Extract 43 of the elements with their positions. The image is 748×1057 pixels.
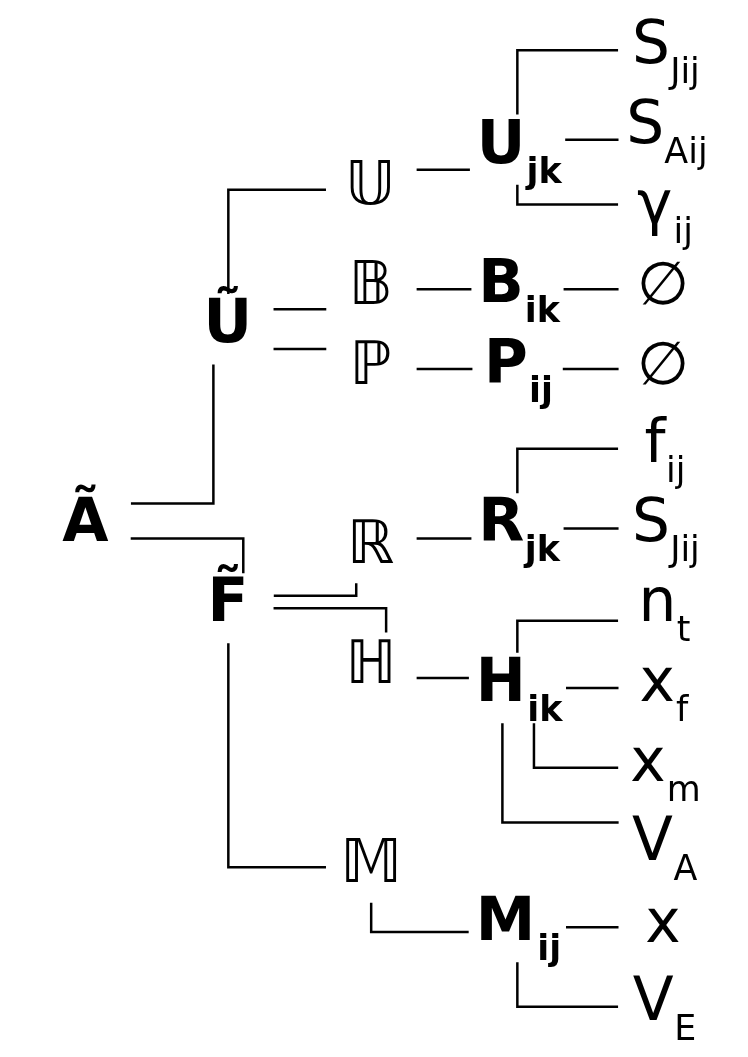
- connector: [416, 367, 472, 371]
- connector: [515, 447, 618, 494]
- node-text: ∅: [636, 328, 689, 398]
- connector: [515, 962, 618, 1009]
- node-text: γ$_{ij}$: [636, 167, 693, 251]
- node-text: ℍ: [344, 627, 396, 697]
- connector: [563, 288, 619, 291]
- connector: [500, 723, 619, 824]
- connector: [416, 676, 469, 680]
- node-text: R$_{jk}$: [477, 486, 560, 570]
- node-text: 𝔹: [348, 248, 392, 318]
- node-text: M$_{ij}$: [475, 885, 561, 969]
- connector: [416, 288, 471, 291]
- node-text: H$_{ik}$: [475, 645, 562, 729]
- connector: [226, 643, 326, 869]
- connector: [273, 347, 326, 351]
- connector: [416, 537, 471, 540]
- connector: [130, 537, 245, 574]
- node-text: F̃: [207, 566, 248, 636]
- node-text: 𝕌: [344, 149, 395, 219]
- node-text: Ã: [61, 486, 109, 556]
- connector: [515, 184, 618, 206]
- connector: [565, 686, 618, 690]
- connector: [369, 902, 469, 934]
- connector: [515, 48, 618, 115]
- connector: [515, 619, 618, 653]
- node-text: 𝕄: [339, 826, 402, 896]
- connector: [273, 607, 387, 633]
- connector: [563, 527, 619, 530]
- connector: [226, 188, 326, 294]
- node-text: x: [644, 886, 681, 956]
- node-text: V$_{E}$: [632, 964, 696, 1048]
- connector: [565, 925, 618, 929]
- connector: [416, 168, 470, 171]
- connector: [562, 367, 619, 371]
- connector: [273, 308, 326, 311]
- connector: [532, 723, 618, 769]
- connector: [130, 364, 215, 505]
- connector: [564, 138, 618, 142]
- node-text: Ũ: [202, 287, 252, 357]
- node-text: ℙ: [349, 328, 392, 398]
- node-text: U$_{jk}$: [476, 107, 562, 191]
- node-text: ℝ: [346, 508, 394, 578]
